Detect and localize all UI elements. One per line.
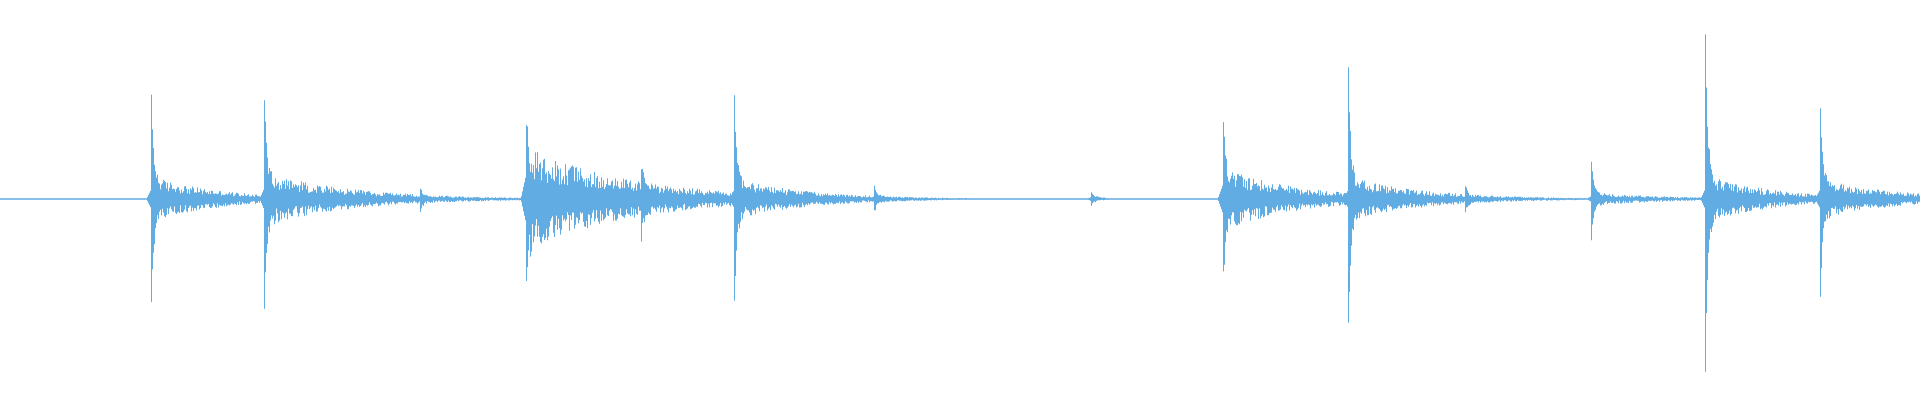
waveform-bars (0, 34, 1920, 372)
waveform-path (0, 34, 1920, 372)
